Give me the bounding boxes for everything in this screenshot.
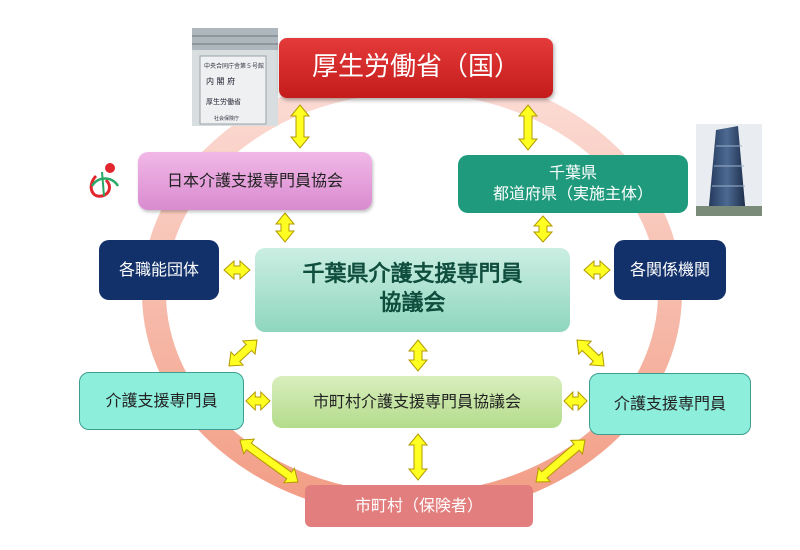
association-logo: [89, 163, 120, 198]
mhlw-building-photo: 中央合同庁舎第５号館 内 閣 府 厚生労働省 社会保険庁: [192, 28, 278, 126]
japan-assoc-box: 日本介護支援専門員協会: [138, 152, 372, 210]
mhlw-box: 厚生労働省（国）: [279, 38, 553, 98]
arrow-chiba-council: [532, 215, 554, 243]
arrow-council-muni-council: [407, 339, 429, 372]
municipal-council-box: 市町村介護支援専門員協議会: [272, 376, 562, 428]
arrow-muni-council-cm-right: [563, 390, 588, 412]
related-organizations-box: 各関係機関: [614, 240, 726, 300]
sign-line-2: 内 閣 府: [206, 76, 235, 86]
sign-line-3: 厚生労働省: [206, 97, 241, 106]
arrow-prof-groups-council: [223, 259, 251, 281]
chiba-prefecture-box: 千葉県 都道府県（実施主体）: [458, 155, 688, 213]
arrow-cm-left-municipality: [239, 438, 299, 484]
chiba-tower-photo: [696, 124, 762, 216]
arrow-related-orgs-council: [583, 259, 611, 281]
care-manager-left-box: 介護支援専門員: [79, 372, 244, 430]
care-manager-right-box: 介護支援専門員: [589, 373, 751, 435]
professional-groups-box: 各職能団体: [99, 240, 219, 300]
chiba-council-box: 千葉県介護支援専門員 協議会: [255, 248, 570, 332]
sign-line-1: 中央合同庁舎第５号館: [204, 62, 264, 70]
municipality-box: 市町村（保険者）: [305, 485, 533, 527]
arrow-council-cm-right: [576, 339, 605, 367]
arrow-mhlw-chiba: [517, 104, 539, 151]
arrow-muni-council-municipality: [407, 433, 429, 481]
arrow-cm-right-municipality: [535, 439, 586, 483]
sign-line-4: 社会保険庁: [214, 115, 239, 122]
arrow-cm-left-muni-council: [245, 390, 271, 412]
arrow-council-cm-left: [228, 339, 258, 367]
arrow-mhlw-japan-assoc: [289, 104, 311, 149]
arrow-japan-assoc-council: [274, 212, 296, 243]
